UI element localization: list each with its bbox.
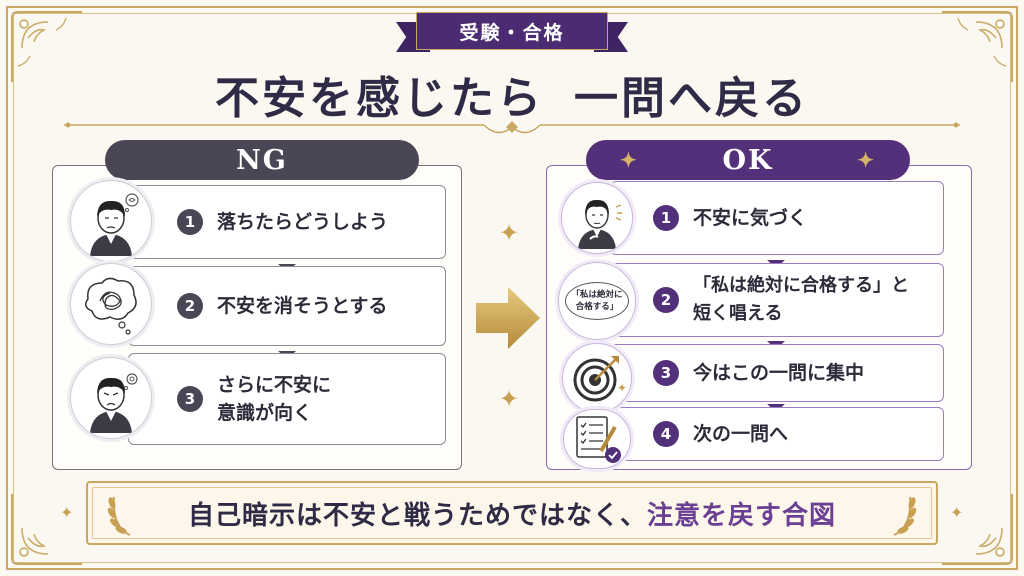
- step-number: 3: [653, 360, 679, 386]
- sparkle-icon: ✦: [620, 148, 639, 172]
- title-part1: 不安を感じたら: [215, 73, 544, 124]
- step-text: 今はこの一問に集中: [693, 362, 865, 384]
- sparkle-icon: ✦: [499, 219, 520, 247]
- ok-heading: ✦ OK ✦: [586, 140, 910, 180]
- tangled-thoughts-icon: [70, 263, 152, 345]
- laurel-icon: [893, 496, 917, 536]
- speech-bubble-icon: 「私は絶対に 合格する」: [558, 262, 636, 340]
- sparkle-icon: ✦: [499, 385, 520, 413]
- speech-line1: 「私は絶対に: [571, 290, 623, 300]
- calm-person-icon: [561, 182, 633, 254]
- ng-step-1: 1 落ちたらどうしよう: [128, 185, 446, 259]
- sparkle-icon: ✦: [60, 503, 74, 522]
- step-text-line2: 短く唱える: [693, 303, 783, 324]
- speech-bubble: 「私は絶対に 合格する」: [565, 282, 629, 320]
- step-number: 2: [653, 287, 679, 313]
- ng-step-3: 3 さらに不安に 意識が向く: [128, 353, 446, 445]
- ok-step-3: 3 今はこの一問に集中: [610, 344, 944, 402]
- step-text-line1: さらに不安に: [217, 374, 332, 396]
- bottom-banner: 自己暗示は不安と戦うためではなく、注意を戻す合図: [86, 481, 938, 545]
- step-text: 不安を消そうとする: [217, 295, 388, 317]
- target-arrow-icon: ✦: [562, 343, 632, 413]
- step-number: 2: [177, 293, 203, 319]
- step-text: 不安に気づく: [693, 207, 808, 229]
- step-text: 「私は絶対に合格する」と 短く唱える: [693, 272, 909, 328]
- title-part2: 一問へ戻る: [574, 73, 809, 124]
- sparkle-icon: ✦: [857, 148, 876, 172]
- ok-step-4: 4 次の一問へ: [610, 407, 944, 461]
- step-text: さらに不安に 意識が向く: [217, 371, 331, 427]
- step-number: 4: [653, 421, 679, 447]
- ng-step-2: 2 不安を消そうとする: [128, 266, 446, 346]
- ng-heading: NG: [105, 140, 419, 180]
- corner-ornament-icon: [942, 494, 1013, 565]
- laurel-icon: [107, 496, 131, 536]
- outer-frame: [6, 6, 1018, 570]
- category-ribbon: 受験・合格: [396, 8, 628, 58]
- step-number: 3: [177, 386, 203, 412]
- corner-ornament-icon: [11, 494, 82, 565]
- step-text: 次の一問へ: [693, 423, 789, 445]
- corner-ornament-icon: [11, 11, 82, 82]
- page-title: 不安を感じたら一問へ戻る: [0, 62, 1024, 126]
- ok-heading-text: OK: [722, 144, 774, 176]
- sad-person-icon: [70, 357, 152, 439]
- banner-highlight: 注意を戻す合図: [647, 500, 837, 531]
- speech-line2: 合格する」: [575, 302, 619, 312]
- step-number: 1: [177, 209, 203, 235]
- big-right-arrow-icon: [476, 287, 540, 349]
- category-tag: 受験・合格: [416, 12, 608, 50]
- ok-step-1: 1 不安に気づく: [610, 181, 944, 255]
- step-text: 落ちたらどうしよう: [217, 211, 389, 233]
- worried-person-icon: [70, 180, 152, 262]
- title-divider-ornament: [64, 121, 960, 134]
- step-text-line1: 「私は絶対に合格する」と: [693, 275, 909, 296]
- ok-step-2: 2 「私は絶対に合格する」と 短く唱える: [610, 263, 944, 337]
- step-number: 1: [653, 205, 679, 231]
- checklist-pencil-icon: [563, 409, 631, 469]
- sparkle-icon: ✦: [950, 503, 964, 522]
- corner-ornament-icon: [942, 11, 1013, 82]
- banner-text: 自己暗示は不安と戦うためではなく、: [187, 500, 647, 531]
- svg-text:✦: ✦: [617, 381, 627, 395]
- step-text-line2: 意識が向く: [217, 402, 313, 424]
